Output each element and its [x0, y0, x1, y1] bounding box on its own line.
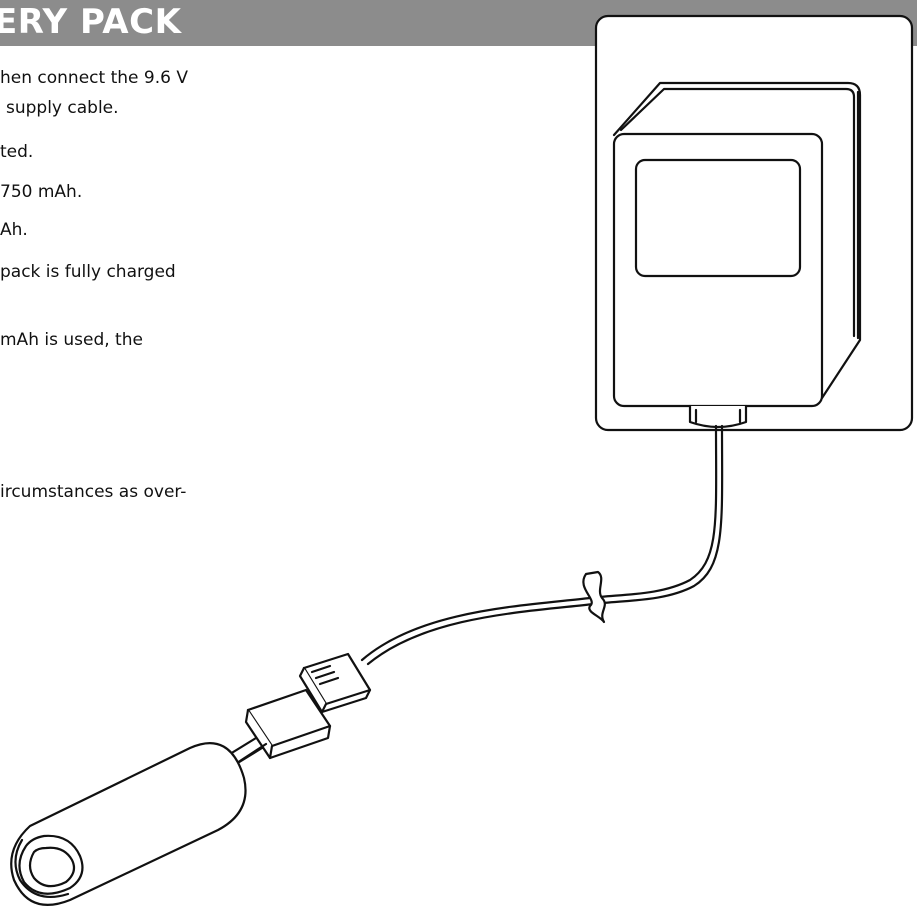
- wall-charger-illustration: [612, 81, 862, 429]
- charging-cable: [360, 424, 724, 666]
- page-title: ERY PACK: [0, 2, 182, 42]
- battery-pack-illustration: [10, 742, 247, 906]
- battery-connector: [244, 652, 372, 760]
